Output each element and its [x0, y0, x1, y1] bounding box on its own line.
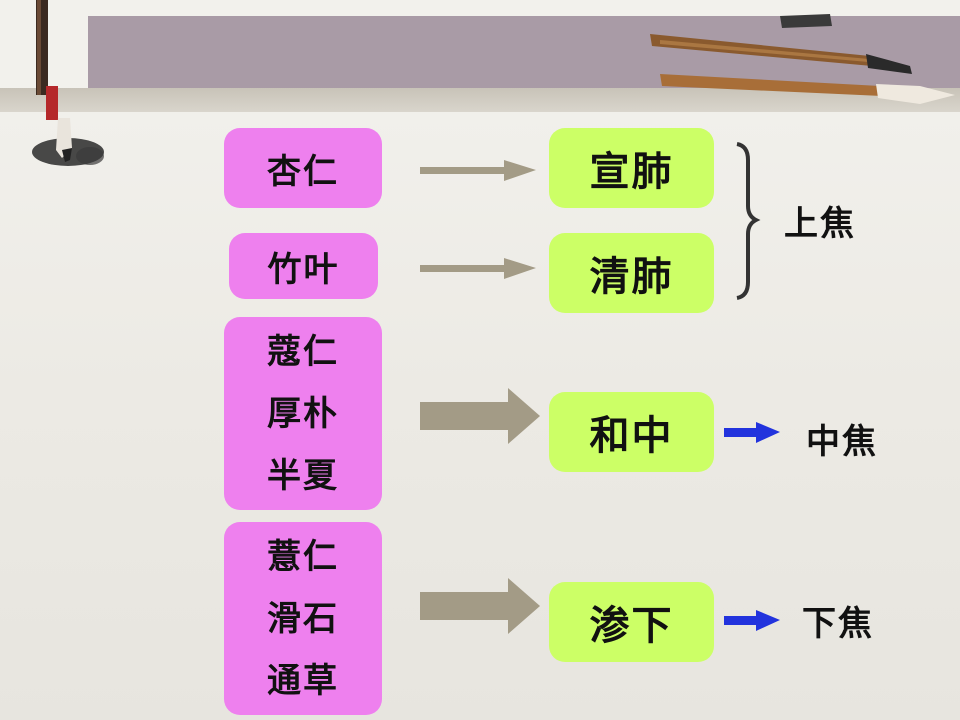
arrow-4 — [420, 578, 540, 634]
arrow-1 — [420, 160, 536, 181]
herb-item: 蔻仁 — [267, 331, 339, 372]
herb-box-4: 薏仁 滑石 通草 — [224, 522, 382, 715]
arrow-3 — [420, 388, 540, 444]
herb-box-1: 杏仁 — [224, 128, 382, 208]
herb-item: 通草 — [267, 660, 339, 701]
effect-box-1: 宣肺 — [549, 128, 714, 208]
effect-box-2: 清肺 — [549, 233, 714, 313]
herb-item: 厚朴 — [267, 393, 339, 434]
herb-box-3: 蔻仁 厚朴 半夏 — [224, 317, 382, 510]
herb-item: 半夏 — [267, 455, 339, 496]
effect-box-4: 渗下 — [549, 582, 714, 662]
blue-arrow-middle — [724, 422, 780, 443]
blue-arrow-lower — [724, 610, 780, 631]
label-upper-jiao: 上焦 — [784, 204, 856, 244]
horizontal-brush-icon — [650, 14, 955, 104]
bracket-icon — [736, 142, 761, 300]
effect-box-3: 和中 — [549, 392, 714, 472]
herb-item: 薏仁 — [267, 536, 339, 577]
vertical-brush-icon — [36, 0, 72, 162]
arrow-2 — [420, 258, 536, 279]
herb-box-2: 竹叶 — [229, 233, 378, 299]
herb-item: 滑石 — [267, 598, 339, 639]
label-lower-jiao: 下焦 — [802, 604, 874, 644]
label-middle-jiao: 中焦 — [806, 422, 878, 462]
